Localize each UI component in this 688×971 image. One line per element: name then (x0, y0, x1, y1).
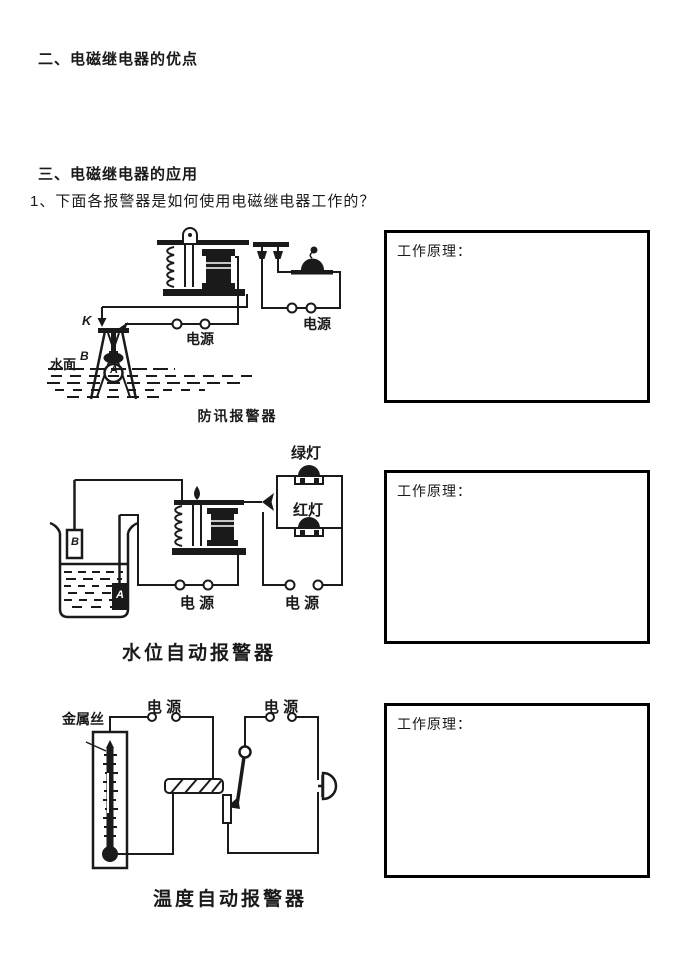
label-float-a: A (110, 364, 118, 376)
section-heading-advantages: 二、电磁继电器的优点 (38, 51, 199, 68)
label-electrode-a: A (116, 589, 124, 601)
label-power-level-work: 电 源 (284, 595, 320, 612)
label-metal-wire: 金属丝 (62, 711, 104, 727)
relay-electromagnet (157, 227, 249, 296)
relay-electromagnet (172, 486, 246, 555)
flood-alarm-diagram (47, 227, 341, 400)
bell-circuit (261, 246, 341, 314)
question-1: 1、下面各报警器是如何使用电磁继电器工作的？ (30, 193, 376, 210)
control-wires (109, 712, 214, 855)
section-heading-applications: 三、电磁继电器的应用 (38, 166, 199, 183)
answer-box-label: 工作原理： (397, 483, 472, 499)
temperature-alarm-diagram (85, 712, 338, 870)
label-point-b: B (80, 349, 89, 363)
label-green-lamp: 绿灯 (290, 445, 321, 462)
answer-box-label: 工作原理： (397, 243, 472, 259)
relay-contacts (253, 242, 289, 259)
label-power-temp-control: 电 源 (146, 699, 182, 716)
control-circuit-wires (97, 256, 248, 333)
answer-box-water-level[interactable]: 工作原理： (384, 470, 650, 644)
answer-box-flood[interactable]: 工作原理： (384, 230, 650, 403)
water-level-alarm-diagram (49, 465, 343, 619)
thermometer (85, 730, 129, 870)
label-power-flood-work: 电源 (303, 316, 331, 332)
label-electrode-b: B (71, 536, 79, 548)
caption-temperature-alarm: 温度自动报警器 (152, 889, 307, 910)
control-wires (74, 479, 239, 591)
caption-water-level-alarm: 水位自动报警器 (121, 643, 276, 664)
label-power-level-control: 电 源 (179, 595, 215, 612)
bell-circuit (227, 712, 338, 854)
label-power-temp-work: 电 源 (263, 699, 299, 716)
label-red-lamp: 红灯 (292, 502, 323, 519)
answer-box-label: 工作原理： (397, 716, 472, 732)
solenoid-coil (164, 778, 224, 794)
answer-box-temperature[interactable]: 工作原理： (384, 703, 650, 878)
label-switch-k: K (82, 313, 92, 328)
caption-flood-alarm: 防讯报警器 (197, 408, 278, 424)
changeover-contact (244, 493, 274, 511)
lamp-branch (262, 465, 343, 591)
water-hatching (47, 368, 253, 398)
armature-lever (222, 745, 252, 824)
label-power-flood-control: 电源 (186, 331, 214, 347)
label-water-surface: 水面 (50, 357, 77, 372)
float-switch (89, 328, 138, 400)
electrodes (65, 480, 127, 610)
